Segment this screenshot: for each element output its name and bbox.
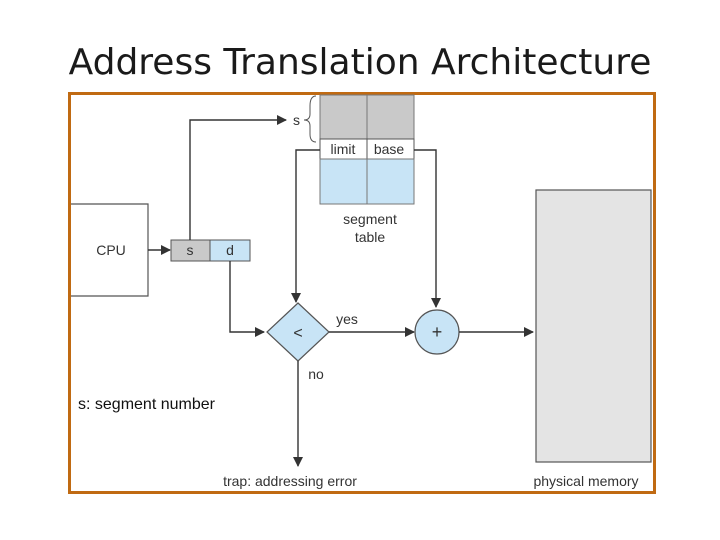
segment-field-label: s bbox=[187, 242, 194, 258]
cpu-label: CPU bbox=[96, 242, 126, 258]
segment-table-caption-line1: segment bbox=[343, 211, 397, 227]
physical-memory-block bbox=[535, 189, 652, 463]
adder-node: + bbox=[414, 309, 460, 355]
diagram-frame bbox=[68, 92, 656, 494]
segment-brace bbox=[303, 95, 317, 143]
base-arrow bbox=[414, 149, 441, 308]
segment-table: limit base segment table bbox=[319, 94, 415, 245]
trap-label: trap: addressing error bbox=[223, 473, 357, 489]
compare-node: < bbox=[266, 302, 330, 362]
yes-label: yes bbox=[336, 311, 358, 327]
segment-number-note: s: segment number bbox=[78, 396, 215, 413]
adder-symbol: + bbox=[432, 322, 443, 342]
limit-header: limit bbox=[331, 141, 356, 157]
segment-pointer-label: s bbox=[293, 112, 300, 128]
limit-arrow bbox=[291, 149, 320, 303]
logical-address: s d bbox=[170, 239, 251, 262]
cpu-box: CPU bbox=[71, 203, 149, 297]
slide-title: Address Translation Architecture bbox=[68, 42, 652, 83]
compare-symbol: < bbox=[293, 325, 302, 342]
offset-arrow bbox=[229, 261, 265, 337]
segment-index-arrow bbox=[189, 115, 287, 240]
segment-table-caption-line2: table bbox=[355, 229, 386, 245]
physical-memory-label: physical memory bbox=[533, 473, 638, 489]
base-header: base bbox=[374, 141, 405, 157]
offset-field-label: d bbox=[226, 242, 234, 258]
no-label: no bbox=[308, 366, 324, 382]
